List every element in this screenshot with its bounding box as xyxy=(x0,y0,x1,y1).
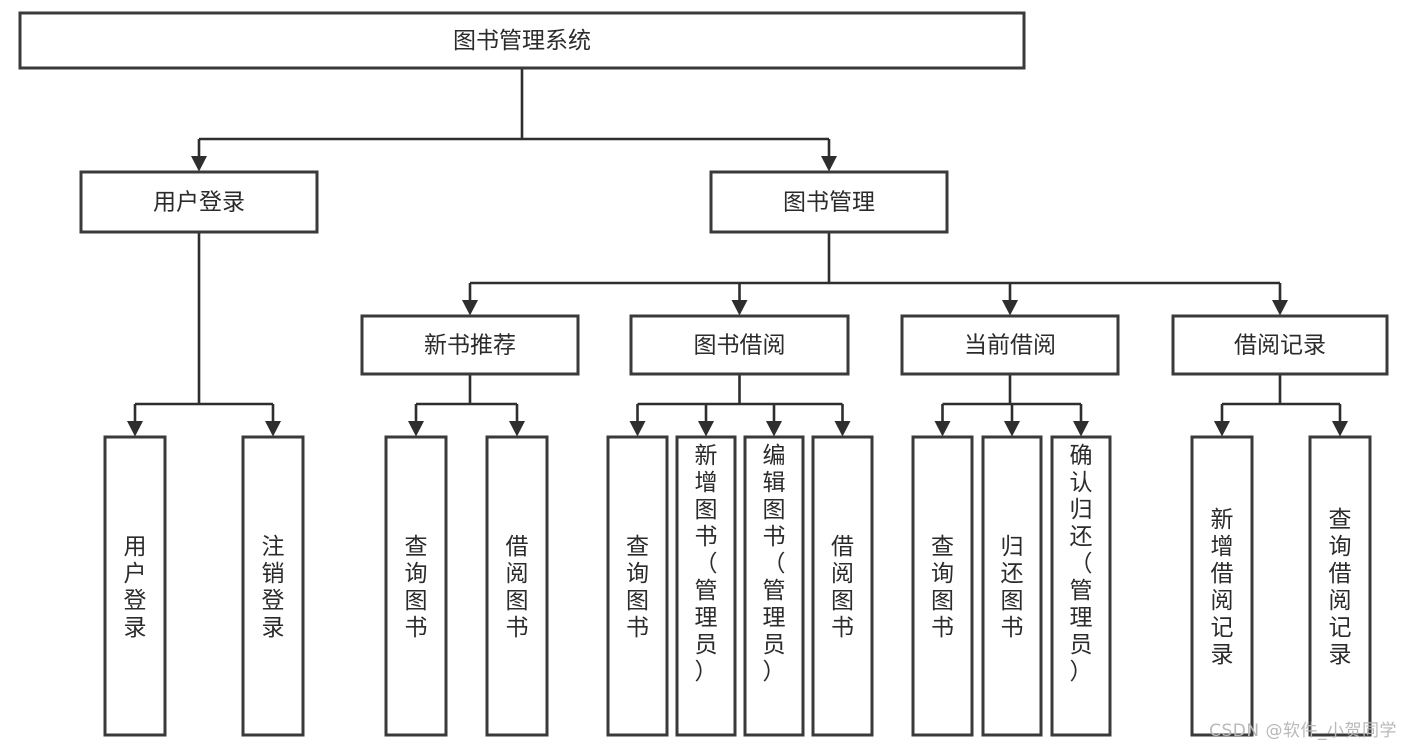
node-label-leaf6: 新增图书（管理员） xyxy=(695,443,718,685)
node-box-leaf10[interactable] xyxy=(981,435,1043,737)
edge-group-newbook xyxy=(408,374,525,437)
node-label-leaf11: 确认归还（管理员） xyxy=(1070,443,1093,685)
node-label-leaf10: 归还图书 xyxy=(1001,534,1024,641)
node-box-leaf2[interactable] xyxy=(241,435,305,737)
node-label-leaf9: 查询图书 xyxy=(931,534,954,641)
node-leaf1[interactable]: 用户登录 xyxy=(103,435,167,737)
node-leaf6[interactable]: 新增图书（管理员） xyxy=(675,435,737,737)
node-records[interactable]: 借阅记录 xyxy=(1171,314,1389,376)
node-leaf10[interactable]: 归还图书 xyxy=(981,435,1043,737)
node-leaf9[interactable]: 查询图书 xyxy=(911,435,974,737)
node-label-borrow: 图书借阅 xyxy=(694,333,786,359)
node-leaf2[interactable]: 注销登录 xyxy=(241,435,305,737)
node-leaf11[interactable]: 确认归还（管理员） xyxy=(1050,435,1112,737)
node-label-bookmgr: 图书管理 xyxy=(783,190,875,216)
node-box-records[interactable] xyxy=(1171,314,1389,376)
node-box-root[interactable] xyxy=(18,11,1026,70)
node-box-leaf4[interactable] xyxy=(485,435,549,737)
node-label-current: 当前借阅 xyxy=(964,333,1056,359)
node-leaf7[interactable]: 编辑图书（管理员） xyxy=(743,435,805,737)
node-leaf4[interactable]: 借阅图书 xyxy=(485,435,549,737)
node-box-leaf5[interactable] xyxy=(606,435,669,737)
node-box-leaf9[interactable] xyxy=(911,435,974,737)
node-root[interactable]: 图书管理系统 xyxy=(18,11,1026,70)
node-label-leaf13: 查询借阅记录 xyxy=(1329,507,1352,668)
node-box-leaf7[interactable] xyxy=(743,435,805,737)
node-label-leaf7: 编辑图书（管理员） xyxy=(763,443,786,685)
edge-group-borrow xyxy=(629,374,851,437)
node-box-newbook[interactable] xyxy=(360,314,580,376)
node-label-leaf12: 新增借阅记录 xyxy=(1211,507,1234,668)
node-box-current[interactable] xyxy=(900,314,1120,376)
node-borrow[interactable]: 图书借阅 xyxy=(629,314,850,376)
node-label-leaf1: 用户登录 xyxy=(124,534,147,641)
node-leaf12[interactable]: 新增借阅记录 xyxy=(1190,435,1254,737)
node-leaf5[interactable]: 查询图书 xyxy=(606,435,669,737)
node-label-leaf8: 借阅图书 xyxy=(831,534,854,641)
node-label-leaf3: 查询图书 xyxy=(405,534,428,641)
edges-layer xyxy=(127,68,1348,437)
node-box-bookmgr[interactable] xyxy=(709,170,949,234)
node-label-root: 图书管理系统 xyxy=(453,28,591,54)
node-label-leaf5: 查询图书 xyxy=(626,534,649,641)
node-label-records: 借阅记录 xyxy=(1234,333,1326,359)
node-box-borrow[interactable] xyxy=(629,314,850,376)
node-leaf3[interactable]: 查询图书 xyxy=(384,435,448,737)
node-label-login: 用户登录 xyxy=(153,190,245,216)
edge-group-records xyxy=(1214,374,1348,437)
edge-group-login xyxy=(127,232,281,437)
node-box-leaf6[interactable] xyxy=(675,435,737,737)
node-label-leaf4: 借阅图书 xyxy=(506,534,529,641)
edge-group-current xyxy=(934,374,1089,437)
edge-group-root xyxy=(191,68,837,172)
node-label-leaf2: 注销登录 xyxy=(262,534,285,641)
node-box-leaf12[interactable] xyxy=(1190,435,1254,737)
node-newbook[interactable]: 新书推荐 xyxy=(360,314,580,376)
node-label-newbook: 新书推荐 xyxy=(424,333,516,359)
node-bookmgr[interactable]: 图书管理 xyxy=(709,170,949,234)
nodes-layer: 图书管理系统用户登录图书管理新书推荐图书借阅当前借阅借阅记录用户登录注销登录查询… xyxy=(18,11,1389,737)
node-box-leaf3[interactable] xyxy=(384,435,448,737)
node-leaf13[interactable]: 查询借阅记录 xyxy=(1308,435,1372,737)
node-box-leaf1[interactable] xyxy=(103,435,167,737)
edge-group-bookmgr xyxy=(462,232,1288,316)
node-leaf8[interactable]: 借阅图书 xyxy=(811,435,874,737)
node-current[interactable]: 当前借阅 xyxy=(900,314,1120,376)
node-box-login[interactable] xyxy=(79,170,319,234)
node-box-leaf11[interactable] xyxy=(1050,435,1112,737)
node-box-leaf13[interactable] xyxy=(1308,435,1372,737)
node-login[interactable]: 用户登录 xyxy=(79,170,319,234)
node-box-leaf8[interactable] xyxy=(811,435,874,737)
